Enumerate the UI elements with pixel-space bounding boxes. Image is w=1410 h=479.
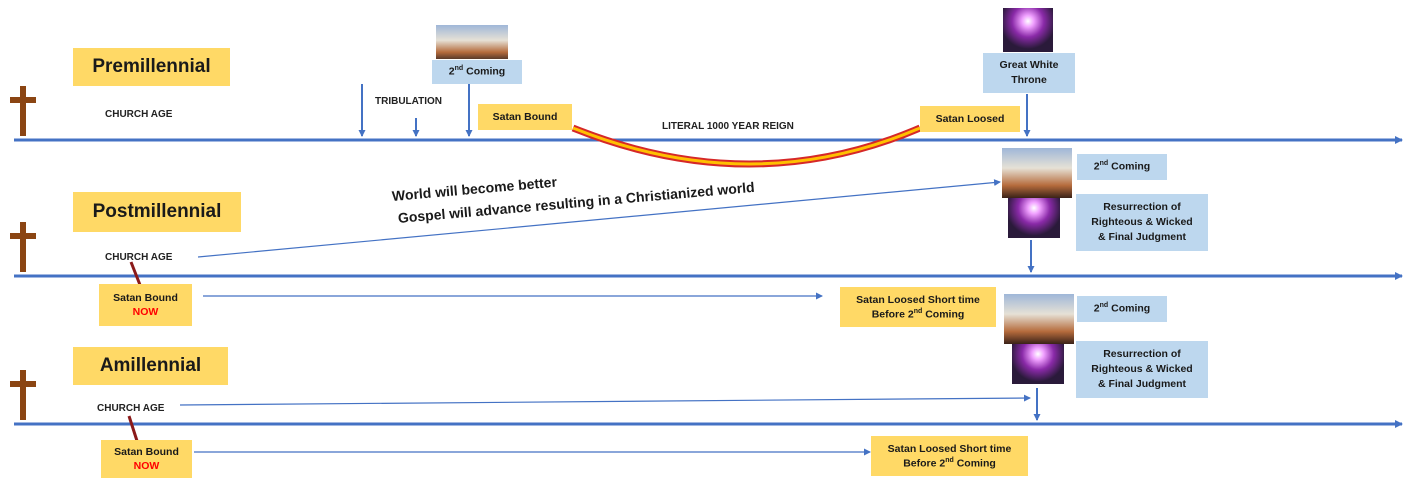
- christianized-world-arrow: [197, 179, 1001, 258]
- literal-reign-label: LITERAL 1000 YEAR REIGN: [662, 121, 794, 132]
- premillennial-title: Premillennial: [73, 48, 230, 86]
- second-coming-image: [1004, 294, 1074, 344]
- second-coming-box: 2nd Coming: [1077, 296, 1167, 322]
- second-coming-box: 2nd Coming: [432, 60, 522, 84]
- church-age-label: CHURCH AGE: [105, 252, 173, 263]
- amillennial-title: Amillennial: [73, 347, 228, 385]
- cross-icon: [10, 222, 36, 272]
- postmillennial-title: Postmillennial: [73, 192, 241, 232]
- cross-icon: [10, 86, 36, 136]
- church-age-label: CHURCH AGE: [105, 109, 173, 120]
- second-coming-box: 2nd Coming: [1077, 154, 1167, 180]
- second-coming-image: [1002, 148, 1072, 198]
- cross-icon: [10, 370, 36, 420]
- satan-loosed-box: Satan Loosed: [920, 106, 1020, 132]
- throne-light-image: [1008, 198, 1060, 238]
- throne-light-image: [1012, 344, 1064, 384]
- amil-church-age-arrow: [179, 394, 1031, 406]
- tribulation-label: TRIBULATION: [375, 96, 443, 107]
- church-age-label: CHURCH AGE: [97, 403, 165, 414]
- throne-light-image: [1003, 8, 1053, 52]
- second-coming-image: [436, 25, 508, 59]
- satan-bound-box: Satan Bound: [478, 104, 572, 130]
- amil-lightning-mark: [127, 415, 140, 445]
